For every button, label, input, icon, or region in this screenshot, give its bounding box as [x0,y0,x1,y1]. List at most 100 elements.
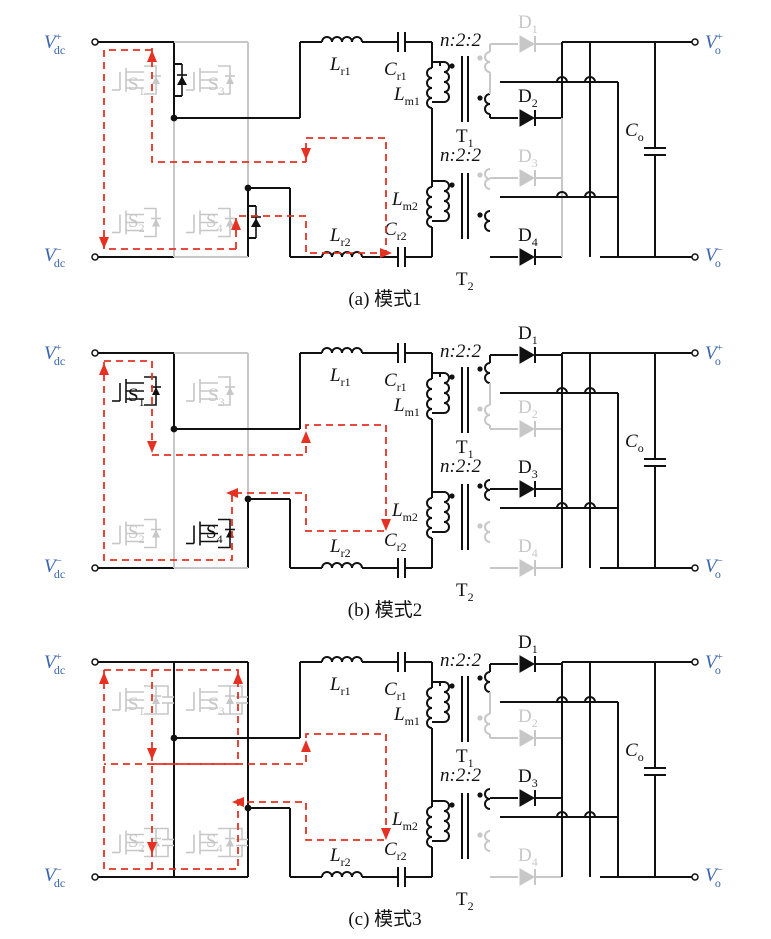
vin-minus-terminal [91,253,99,261]
label-lm2-sub: m2 [403,819,418,833]
vo-minus-terminal [691,253,699,261]
t2-sec-dot-2 [477,832,483,838]
t2-sec-dot-1 [477,792,483,798]
s1-label-base: S [128,694,139,715]
label-d1: D1 [518,12,538,36]
label-cr1: Cr1 [384,59,407,83]
s3-label-base: S [208,74,219,95]
label-ratio-1-base: n:2:2 [440,30,482,51]
t1-sec-dot-2 [477,406,483,412]
vin-plus-label-base: V [44,343,58,364]
label-cr2-base: C [384,530,397,551]
vin-minus-label-sup: − [56,864,62,876]
label-lm2: Lm2 [391,189,418,213]
s3-label: S3 [208,385,225,409]
vo-plus-label-sup: + [717,31,723,43]
t2-sec-dot-1 [477,172,483,178]
s2-label-base: S [128,522,139,543]
label-lm1: Lm1 [393,84,420,108]
caption-2: (b) 模式2 [348,599,422,621]
label-d1-sub: 1 [532,642,538,656]
vo-plus-label: V+o [705,31,723,57]
diode-d1 [519,35,536,53]
capacitor-cr2 [397,867,406,887]
label-t2: T2 [456,580,474,604]
label-lr1-sub: r1 [341,684,351,698]
s3-label-base: S [208,385,219,406]
t1-secondary-upper [484,362,491,384]
vo-plus-terminal [691,349,699,357]
vo-minus-label-sub: o [715,567,721,581]
switch-s2 [112,207,161,238]
t2-primary-dot [449,802,455,808]
label-co-base: C [625,431,638,452]
vo-minus-label-base: V [705,245,719,266]
t1-secondary-upper [484,51,491,73]
vo-minus-label-sup: − [717,864,723,876]
label-d2-base: D [518,397,532,418]
inductor-lr1 [321,656,363,663]
label-cr2: Cr2 [384,219,407,243]
s1-label: S1 [128,694,145,718]
label-cr1-sub: r1 [397,69,407,83]
label-d2: D2 [518,397,538,421]
s4-label-base: S [206,211,217,232]
vo-plus-label: V+o [705,651,723,677]
switch-s1 [112,685,174,715]
label-lm2-base: L [391,809,403,830]
vo-plus-label: V+o [705,342,723,368]
label-lr2: Lr2 [329,845,351,869]
label-co: Co [625,740,644,764]
label-co: Co [625,120,644,144]
body-diode-s4 [251,206,261,238]
label-d1-base: D [518,323,532,344]
label-co-sub: o [638,130,644,144]
t2-primary-dot [449,493,455,499]
diode-d3 [519,169,536,187]
label-lm2: Lm2 [391,500,418,524]
switch-s2 [112,518,161,549]
label-t2-base: T [456,269,468,290]
label-d4: D4 [518,536,538,560]
diode-d3 [519,789,536,807]
label-lr2-sub: r2 [341,235,351,249]
t1-sec-dot-1 [477,55,483,61]
label-ratio-1-base: n:2:2 [440,341,482,362]
label-t1-sub: 1 [468,756,474,770]
switch-s3 [186,376,235,406]
label-cr2: Cr2 [384,530,407,554]
diode-d2 [519,109,536,127]
label-d3-sub: 3 [532,156,538,170]
label-lm2: Lm2 [391,809,418,833]
s2-label: S2 [128,831,145,855]
vo-minus-label-sup: − [717,244,723,256]
switch-s4 [186,518,235,549]
label-t2: T2 [456,269,474,293]
vin-minus-label-sub: dc [54,567,65,581]
s2-label-sub: 2 [139,221,145,235]
vo-plus-label-base: V [705,32,719,53]
label-cr1-base: C [384,679,397,700]
vin-plus-terminal [91,349,99,357]
label-lm2-sub: m2 [403,199,418,213]
label-cr2: Cr2 [384,839,407,863]
label-t1: T1 [456,437,474,461]
t1-sec-dot-1 [477,366,483,372]
label-d4-sub: 4 [532,546,538,560]
vo-plus-terminal [691,658,699,666]
vo-plus-label-sup: + [717,342,723,354]
t1-primary [443,61,450,103]
s4-label: S4 [206,522,223,546]
label-d4: D4 [518,225,538,249]
label-lr2-base: L [329,225,341,246]
inductor-lr2 [321,251,363,258]
label-cr2-base: C [384,839,397,860]
label-ratio-2: n:2:2 [440,145,482,166]
s1-label: S1 [128,385,145,409]
t2-sec-dot-2 [477,212,483,218]
label-ratio-2: n:2:2 [440,456,482,477]
switch-s4 [186,207,235,238]
vo-minus-label-sub: o [715,876,721,890]
s2-label-base: S [128,211,139,232]
